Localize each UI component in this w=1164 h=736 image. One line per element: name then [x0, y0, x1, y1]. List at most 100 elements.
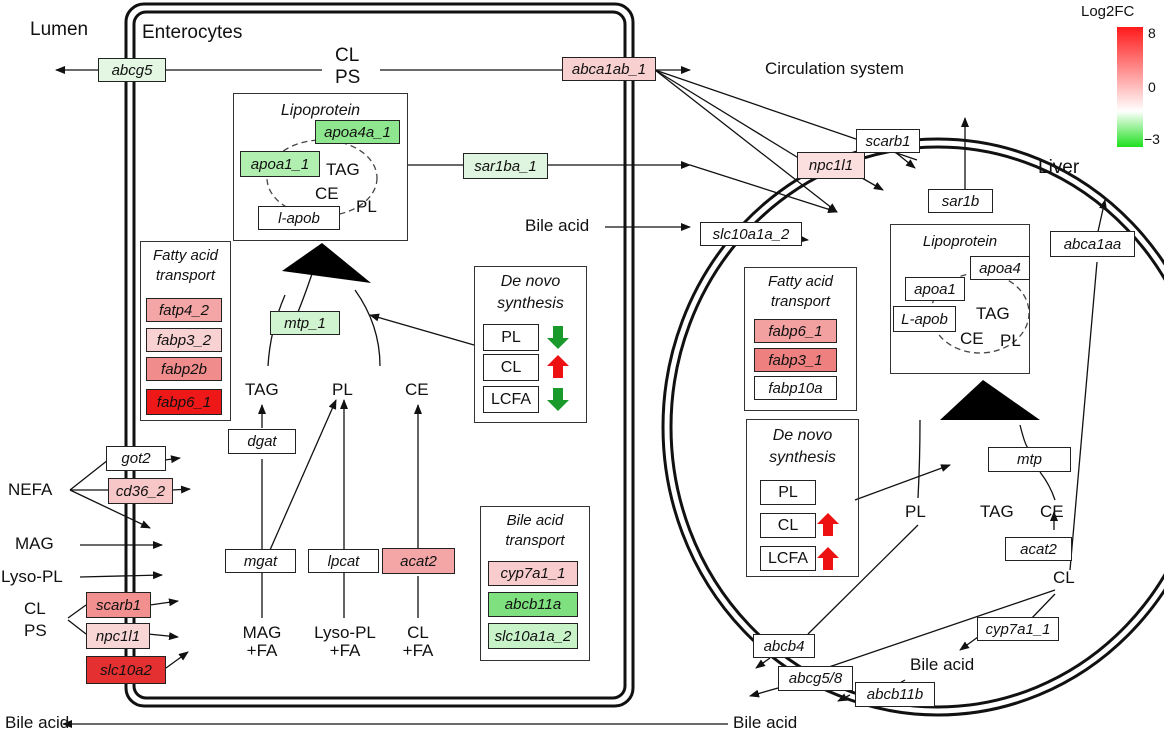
liver-cl: CL: [1053, 568, 1075, 587]
fa-transport-frame: [140, 241, 231, 421]
gene-cd36-2: cd36_2: [108, 478, 173, 504]
gene-slc10a1a-2-top: slc10a1a_2: [700, 222, 802, 246]
substrate-cl-fa: CL +FA: [402, 623, 434, 660]
gene-abcb11a: abcb11a: [488, 592, 578, 617]
bile-transport-frame: [480, 506, 590, 661]
gene-scarb1: scarb1: [86, 592, 151, 618]
liver-de-novo-pl: PL: [760, 480, 816, 505]
arrow-up-icon: [817, 547, 839, 570]
product-pl: PL: [332, 380, 353, 399]
gene-apoa1: apoa1: [905, 277, 965, 301]
lipo-pl: PL: [356, 197, 377, 216]
gene-mtp: mtp: [988, 447, 1071, 472]
enterocytes-label: Enterocytes: [142, 22, 243, 43]
arrow-down-icon: [547, 326, 569, 349]
liver-lipoprotein-frame: [890, 224, 1030, 374]
gene-fabp10a: fabp10a: [754, 376, 837, 400]
gene-fabp3-1: fabp3_1: [754, 348, 837, 372]
legend-min: −3: [1144, 131, 1160, 147]
de-novo-title: De novo synthesis: [497, 273, 564, 312]
substrate-lyso-fa: Lyso-PL +FA: [314, 623, 376, 660]
gene-got2: got2: [106, 446, 166, 471]
cl-label-top: CL: [335, 45, 360, 66]
input-cl: CL: [24, 599, 46, 618]
liver-de-novo-cl: CL: [760, 513, 816, 538]
lumen-label: Lumen: [30, 19, 89, 40]
liver-inner-wall: [669, 145, 1164, 709]
gene-abcg5-8: abcg5/8: [778, 666, 853, 691]
liver-fa-transport-frame: [744, 267, 857, 411]
liver-lipo-ce: CE: [960, 329, 984, 348]
gene-sar1b: sar1b: [928, 189, 993, 213]
gene-abcb4: abcb4: [753, 634, 815, 658]
gene-apoa4: apoa4: [970, 256, 1030, 280]
lipoprotein-frame: [233, 93, 408, 241]
gene-acat2: acat2: [382, 548, 455, 574]
gene-mtp-1: mtp_1: [270, 311, 340, 335]
liver-ce: CE: [1040, 502, 1064, 521]
liver-label: Liver: [1038, 157, 1080, 178]
gene-fabp3-2: fabp3_2: [146, 328, 222, 352]
circulation-label: Circulation system: [765, 59, 904, 78]
gene-abcg5: abcg5: [98, 58, 166, 82]
enterocyte-inner-wall: [132, 10, 627, 700]
liver-lipo-tag: TAG: [976, 304, 1010, 323]
gene-slc10a2: slc10a2: [86, 656, 166, 684]
input-ps: PS: [24, 621, 47, 640]
bile-acid-bottom-label: Bile acid: [733, 713, 798, 732]
bile-acid-left-label: Bile acid: [5, 713, 70, 732]
gene-scarb1-top: scarb1: [856, 129, 920, 153]
input-mag: MAG: [15, 534, 54, 553]
assembly-triangle-liver: [940, 380, 1040, 420]
de-novo-frame: [474, 266, 587, 423]
substrate-mag-fa: MAG +FA: [242, 623, 282, 660]
liver-fa-transport-title: Fatty acid transport: [767, 273, 834, 311]
gene-fabp6-1-liver: fabp6_1: [754, 319, 837, 343]
gene-l-apob: l-apob: [258, 206, 340, 230]
de-novo-pl: PL: [483, 324, 539, 351]
lipo-ce: CE: [315, 184, 339, 203]
legend-mid: 0: [1148, 79, 1156, 95]
gene-L-apob: L-apob: [893, 306, 956, 332]
gene-abca1aa: abca1aa: [1050, 231, 1135, 257]
gene-fatp4-2: fatp4_2: [146, 298, 222, 322]
gene-slc10a1a-2: slc10a1a_2: [488, 623, 578, 649]
legend-gradient: [1117, 27, 1143, 147]
gene-sar1ba-1: sar1ba_1: [463, 153, 548, 179]
liver-de-novo-frame: [746, 419, 859, 577]
gene-npc1l1: npc1l1: [86, 623, 150, 649]
legend-title: Log2FC: [1081, 3, 1135, 20]
fa-transport-title: Fatty acid transport: [152, 247, 219, 285]
arrow-up-icon: [547, 355, 569, 378]
gene-dgat: dgat: [228, 429, 296, 454]
liver-bile-acid: Bile acid: [910, 655, 975, 674]
de-novo-cl: CL: [483, 354, 539, 381]
gene-npc1l1-top: npc1l1: [797, 152, 865, 179]
legend-max: 8: [1148, 25, 1156, 41]
gene-fabp2b: fabp2b: [146, 357, 222, 381]
enterocyte-outer-wall: [124, 2, 635, 708]
gene-acat2-liver: acat2: [1005, 537, 1072, 561]
gene-apoa4a-1: apoa4a_1: [315, 120, 400, 144]
liver-outer-wall: [661, 137, 1164, 717]
liver-de-novo-lcfa: LCFA: [760, 546, 816, 571]
product-tag: TAG: [245, 380, 279, 399]
liver-de-novo-title: De novo synthesis: [769, 427, 836, 466]
arrow-down-icon: [547, 388, 569, 411]
lipo-tag: TAG: [326, 160, 360, 179]
de-novo-lcfa: LCFA: [483, 386, 539, 413]
product-ce: CE: [405, 380, 429, 399]
gene-fabp6-1: fabp6_1: [146, 389, 222, 415]
gene-lpcat: lpcat: [308, 549, 379, 573]
liver-lipoprotein-title: Lipoprotein: [922, 233, 998, 250]
arrow-up-icon: [817, 513, 839, 536]
ps-label-top: PS: [335, 67, 361, 88]
liver-lipo-pl: PL: [1000, 331, 1021, 350]
input-nefa: NEFA: [8, 480, 53, 499]
gene-apoa1-1: apoa1_1: [240, 151, 320, 177]
gene-abca1ab-1: abca1ab_1: [562, 57, 656, 81]
bile-acid-mid-label: Bile acid: [525, 216, 590, 235]
gene-mgat: mgat: [225, 549, 296, 573]
